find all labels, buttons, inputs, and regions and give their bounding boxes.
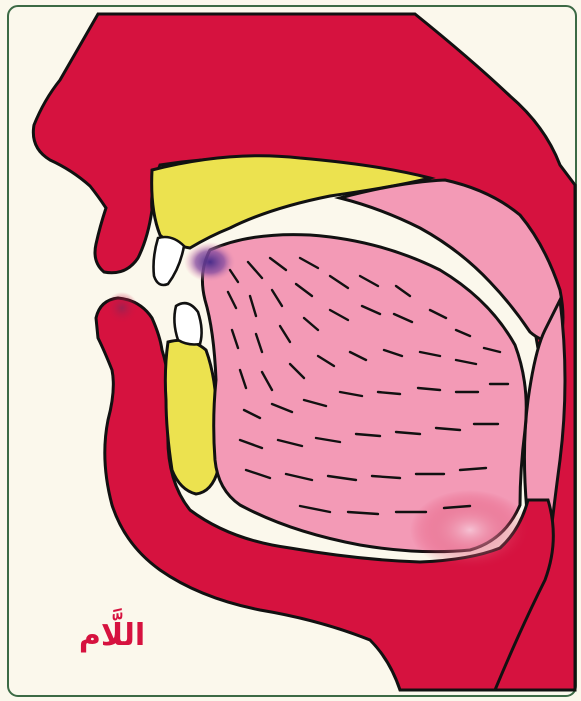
- lower-incisor: [174, 303, 201, 344]
- letter-caption: اللَّام: [62, 618, 162, 653]
- lower-jaw-bone: [165, 340, 218, 494]
- lip-shade: [106, 292, 138, 324]
- articulation-point: [184, 242, 236, 282]
- throat-highlight: [410, 490, 530, 570]
